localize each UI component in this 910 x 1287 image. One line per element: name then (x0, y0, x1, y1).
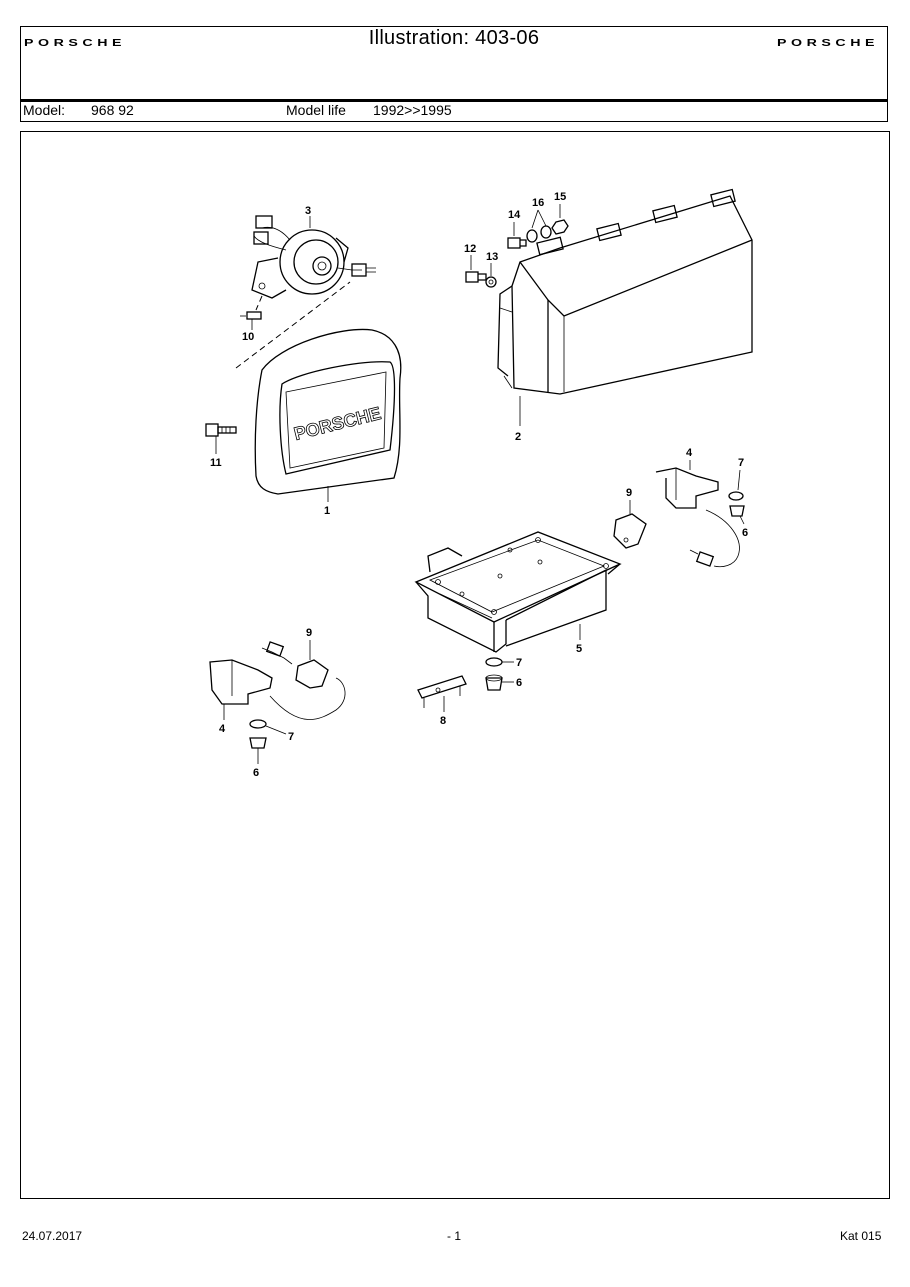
sensor-right-drawing (613, 467, 745, 568)
callout-4-right: 4 (686, 447, 693, 459)
callout-line-6-right (739, 515, 745, 525)
screw-10-drawing (240, 311, 262, 330)
contact-unit-drawing (251, 215, 376, 299)
svg-text:PORSCHE: PORSCHE (24, 38, 126, 47)
callout-line-7-left (265, 725, 287, 735)
porsche-logo-right: PORSCHE (777, 38, 879, 47)
model-life-label: Model life (286, 102, 346, 118)
grommets-center-drawing (485, 657, 503, 691)
callout-15: 15 (554, 191, 566, 203)
header-divider (21, 99, 887, 102)
callout-7-center: 7 (516, 657, 522, 669)
sensor-left-drawing (209, 641, 346, 749)
footer-date: 24.07.2017 (22, 1229, 83, 1243)
illustration-frame (20, 131, 890, 1199)
model-row: Model: 968 92 Model life 1992>>1995 (21, 101, 887, 121)
callout-9-right: 9 (626, 487, 632, 499)
callout-6-right: 6 (742, 527, 748, 539)
parts-illustration: 3 10 PORSCHE 1 11 2 (205, 188, 753, 779)
callout-13: 13 (486, 251, 498, 263)
model-label: Model: (23, 102, 66, 118)
callout-10: 10 (242, 331, 254, 343)
callout-6-left: 6 (253, 767, 259, 779)
model-life-value: 1992>>1995 (373, 102, 452, 118)
callout-line-16 (531, 209, 547, 229)
callout-line-7-right (737, 469, 741, 491)
alignment-line (235, 281, 351, 369)
callout-1: 1 (324, 505, 330, 517)
porsche-logo-left: PORSCHE (24, 38, 126, 47)
callout-7-right: 7 (738, 457, 744, 469)
footer-catalog: Kat 015 (840, 1229, 882, 1243)
bolt-11-drawing (205, 423, 237, 454)
fasteners-12-16-drawing (465, 219, 569, 288)
airbag-module-drawing: PORSCHE (254, 328, 402, 495)
callout-6-center: 6 (516, 677, 522, 689)
page-title: Illustration: 403-06 (368, 27, 540, 49)
callout-14: 14 (508, 209, 521, 221)
alignment-line-short (255, 295, 263, 311)
svg-text:PORSCHE: PORSCHE (777, 38, 879, 47)
emblem-text: PORSCHE (292, 403, 383, 444)
callout-2: 2 (515, 431, 521, 443)
callout-16: 16 (532, 197, 544, 209)
model-value: 968 92 (91, 102, 134, 118)
bracket-8-drawing (417, 675, 467, 708)
callout-3: 3 (305, 205, 311, 217)
control-unit-drawing (414, 531, 622, 653)
passenger-airbag-drawing (497, 188, 753, 395)
callout-9-left: 9 (306, 627, 312, 639)
callout-11: 11 (210, 457, 222, 469)
callout-5: 5 (576, 643, 582, 655)
callout-7-left: 7 (288, 731, 294, 743)
footer-page: - 1 (447, 1229, 462, 1243)
callout-8: 8 (440, 715, 446, 727)
callout-12: 12 (464, 243, 476, 255)
callout-4-left: 4 (219, 723, 226, 735)
header-box: PORSCHE Illustration: 403-06 PORSCHE Mod… (20, 26, 888, 122)
